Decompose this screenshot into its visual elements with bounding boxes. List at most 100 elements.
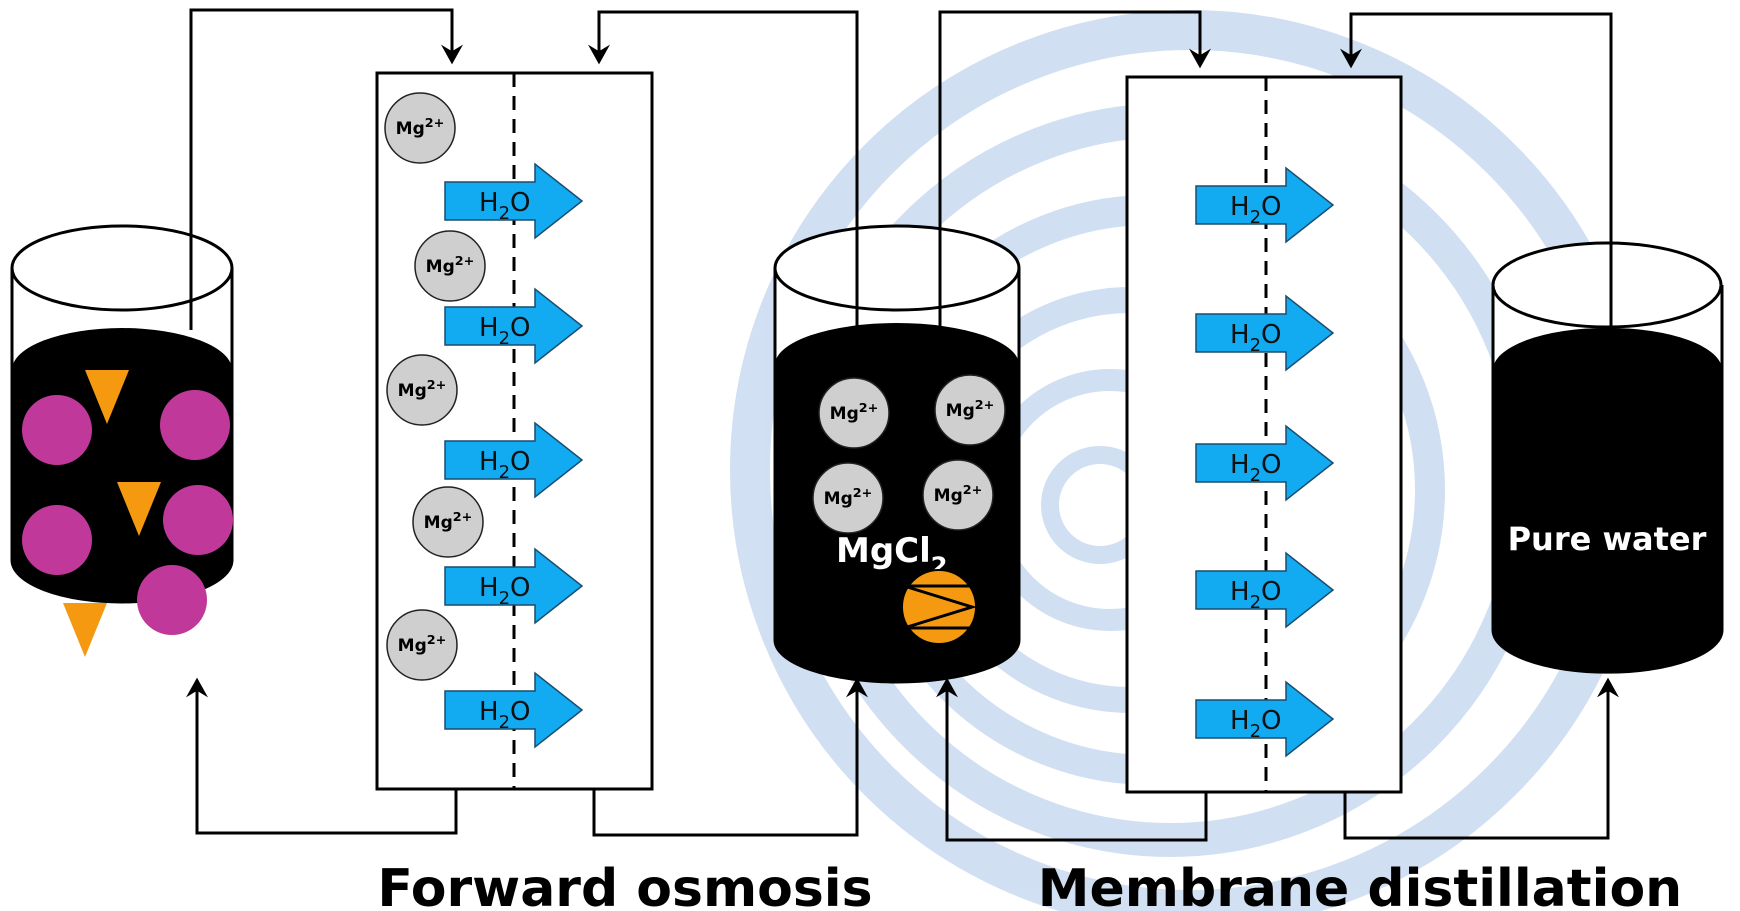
md-module — [1125, 75, 1403, 794]
water-h: H — [479, 313, 499, 343]
water-o: O — [1261, 320, 1281, 350]
md-to-pure-line — [1343, 677, 1619, 840]
arrow-right-icon — [444, 671, 584, 749]
magnesium-ion-icon: Mg2+ — [922, 459, 994, 531]
ion-symbol: Mg — [426, 257, 455, 277]
membrane-distillation-title: Membrane distillation — [1038, 859, 1682, 911]
ion-symbol: Mg — [946, 401, 975, 421]
magnesium-ion-icon: Mg2+ — [386, 609, 458, 681]
water-h: H — [1230, 706, 1250, 736]
svg-text:H2O: H2O — [1230, 192, 1281, 228]
arrow-right-icon — [1195, 424, 1335, 502]
water-sub: 2 — [499, 588, 510, 609]
water-h: H — [479, 447, 499, 477]
forward-osmosis-title: Forward osmosis — [377, 859, 872, 911]
ion-charge: 2+ — [963, 483, 983, 498]
pure-to-md-line — [1340, 12, 1613, 330]
arrow-right-icon — [1195, 551, 1335, 629]
ion-charge: 2+ — [853, 486, 873, 501]
arrow-right-icon — [444, 547, 584, 625]
water-sub: 2 — [1250, 465, 1261, 486]
water-sub: 2 — [1250, 335, 1261, 356]
magnesium-ion-icon: Mg2+ — [386, 354, 458, 426]
pure-water-label: Pure water — [1508, 520, 1707, 558]
svg-text:Mg2+: Mg2+ — [424, 510, 473, 533]
water-o: O — [510, 447, 530, 477]
magnesium-ion-icon: Mg2+ — [412, 486, 484, 558]
water-h: H — [479, 697, 499, 727]
pump-icon — [901, 569, 978, 645]
water-sub: 2 — [499, 328, 510, 349]
water-flux-arrow: H2O — [1195, 166, 1335, 244]
svg-text:Mg2+: Mg2+ — [398, 378, 447, 401]
ion-symbol: Mg — [824, 489, 853, 509]
draw-to-md-line — [938, 10, 1211, 332]
water-flux-arrow: H2O — [444, 547, 584, 625]
water-h: H — [1230, 320, 1250, 350]
water-o: O — [510, 573, 530, 603]
magnesium-ion-icon: Mg2+ — [934, 374, 1006, 446]
ion-symbol: Mg — [830, 404, 859, 424]
ion-charge: 2+ — [859, 401, 879, 416]
magnesium-ion-icon: Mg2+ — [414, 230, 486, 302]
water-o: O — [1261, 577, 1281, 607]
foulant-circle — [22, 395, 92, 465]
foulant-triangle — [117, 482, 161, 536]
foulant-circle — [22, 505, 92, 575]
water-flux-arrow: H2O — [1195, 680, 1335, 758]
water-flux-arrow: H2O — [1195, 424, 1335, 502]
foulant-circle — [160, 390, 230, 460]
water-sub: 2 — [499, 462, 510, 483]
draw-solution-tank — [773, 224, 1021, 684]
svg-text:H2O: H2O — [479, 447, 530, 483]
arrow-right-icon — [444, 421, 584, 499]
svg-text:H2O: H2O — [479, 697, 530, 733]
svg-text:Mg2+: Mg2+ — [934, 483, 983, 506]
pure-water-tank — [1491, 241, 1724, 674]
arrow-right-icon — [1195, 166, 1335, 244]
ion-charge: 2+ — [975, 398, 995, 413]
svg-text:H2O: H2O — [479, 313, 530, 349]
water-flux-arrow: H2O — [444, 671, 584, 749]
water-flux-arrow: H2O — [1195, 294, 1335, 372]
feed-foulants — [22, 370, 233, 657]
svg-text:Mg2+: Mg2+ — [426, 254, 475, 277]
svg-text:Mg2+: Mg2+ — [830, 401, 879, 424]
foulant-circle — [137, 565, 207, 635]
water-o: O — [510, 188, 530, 218]
fo-to-draw-line — [592, 677, 868, 837]
water-o: O — [1261, 192, 1281, 222]
water-sub: 2 — [1250, 592, 1261, 613]
water-o: O — [1261, 706, 1281, 736]
foulant-triangle — [63, 603, 107, 657]
magnesium-ion-icon: Mg2+ — [384, 92, 456, 164]
svg-text:Mg2+: Mg2+ — [398, 633, 447, 656]
arrow-right-icon — [444, 162, 584, 240]
ion-charge: 2+ — [427, 633, 447, 648]
water-h: H — [479, 188, 499, 218]
water-flux-arrow: H2O — [444, 287, 584, 365]
svg-text:Mg2+: Mg2+ — [824, 486, 873, 509]
water-h: H — [1230, 192, 1250, 222]
md-to-draw-line — [936, 677, 1208, 842]
water-sub: 2 — [499, 712, 510, 733]
pure-water-liquid — [1493, 327, 1723, 673]
feed-to-fo-line — [189, 8, 463, 330]
magnesium-ion-icon: Mg2+ — [818, 377, 890, 449]
water-o: O — [1261, 450, 1281, 480]
ion-symbol: Mg — [398, 636, 427, 656]
svg-text:H2O: H2O — [1230, 320, 1281, 356]
arrow-right-icon — [1195, 680, 1335, 758]
arrow-right-icon — [444, 287, 584, 365]
water-o: O — [510, 697, 530, 727]
ion-charge: 2+ — [427, 378, 447, 393]
ion-charge: 2+ — [455, 254, 475, 269]
arrow-right-icon — [1195, 294, 1335, 372]
water-o: O — [510, 313, 530, 343]
fo-to-feed-line — [186, 677, 458, 835]
foulant-circle — [163, 485, 233, 555]
water-h: H — [479, 573, 499, 603]
svg-text:H2O: H2O — [479, 188, 530, 224]
svg-text:H2O: H2O — [479, 573, 530, 609]
